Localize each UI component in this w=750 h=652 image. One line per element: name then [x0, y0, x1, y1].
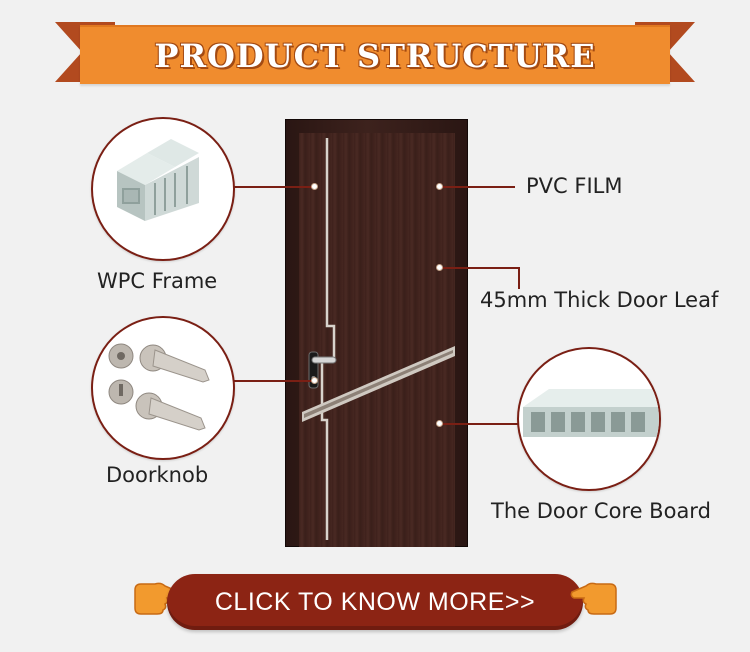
marker-dot-doorknob — [311, 377, 318, 384]
connector-line-pvc — [439, 186, 515, 188]
connector-line-leaf-vertical — [518, 267, 520, 289]
label-door-leaf: 45mm Thick Door Leaf — [480, 288, 719, 312]
marker-dot-wpc — [311, 183, 318, 190]
core-board-image — [517, 347, 661, 491]
diagonal-inlay-strip — [302, 346, 455, 422]
door-inlay-strip — [320, 138, 336, 540]
connector-line-core — [439, 423, 519, 425]
label-core-board: The Door Core Board — [491, 499, 711, 523]
title-banner: PRODUCT STRUCTURE — [80, 25, 670, 84]
wpc-frame-image — [91, 117, 235, 261]
doorknob-image — [91, 316, 235, 460]
marker-dot-pvc — [436, 183, 443, 190]
core-board-profile-icon — [523, 389, 659, 437]
label-pvc-film: PVC FILM — [526, 174, 623, 198]
wpc-frame-profile-icon — [117, 139, 199, 221]
label-wpc-frame: WPC Frame — [97, 269, 218, 293]
page-title: PRODUCT STRUCTURE — [154, 36, 596, 75]
connector-line-leaf — [439, 267, 519, 269]
connector-line-wpc — [232, 186, 314, 188]
door-leaf — [299, 133, 455, 547]
doorknob-icon — [108, 343, 210, 431]
connector-line-doorknob — [232, 380, 314, 382]
pointing-hand-left-icon — [570, 582, 617, 615]
marker-dot-leaf — [436, 264, 443, 271]
cta-label: CLICK TO KNOW MORE>> — [214, 587, 536, 616]
marker-dot-core — [436, 420, 443, 427]
click-to-know-more-button[interactable]: CLICK TO KNOW MORE>> — [167, 574, 583, 630]
label-doorknob: Doorknob — [106, 463, 209, 487]
